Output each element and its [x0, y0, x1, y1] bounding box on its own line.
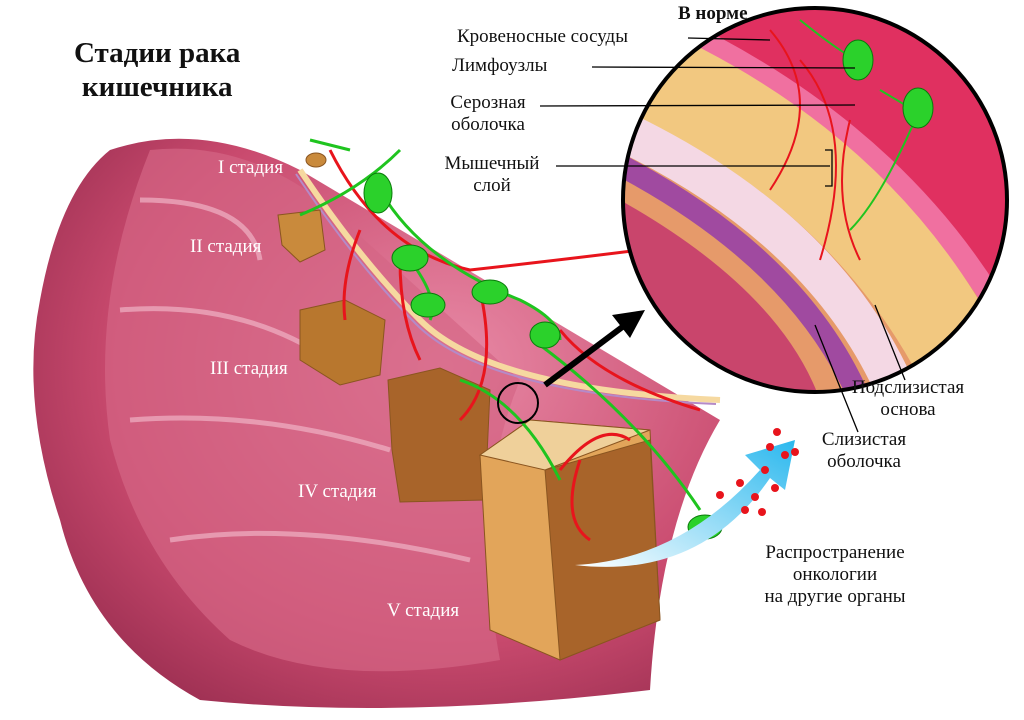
spread-arrow [575, 440, 795, 567]
label-muscle-1: Мышечный [444, 153, 540, 174]
label-spread-1: Распространение [765, 542, 905, 563]
stage-5-label: V стадия [387, 600, 460, 621]
label-spread: Распространение онкологии на другие орга… [735, 542, 935, 608]
label-muscle-2: слой [473, 175, 511, 196]
label-muscle: Мышечный слой [428, 153, 556, 197]
blood-vessels [328, 149, 701, 542]
page-title: Стадии рака кишечника [74, 36, 240, 104]
zoom-arrow [543, 322, 627, 388]
label-submucosa-1: Подслизистая [851, 377, 965, 398]
stage-1-label: I стадия [218, 157, 284, 178]
label-mucosa: Слизистая оболочка [808, 429, 920, 473]
stage-2-label: II стадия [190, 236, 262, 257]
label-serosa: Серозная оболочка [436, 92, 540, 136]
label-lymph-nodes: Лимфоузлы [452, 55, 548, 76]
label-spread-2: онкологии [792, 564, 878, 585]
label-submucosa: Подслизистая основа [845, 377, 971, 421]
title-line-1: Стадии рака [74, 37, 241, 69]
magnify-circle [497, 382, 539, 424]
stage-3-label: III стадия [210, 358, 288, 379]
label-spread-3: на другие органы [764, 586, 906, 607]
lymph-nodes [363, 172, 723, 540]
leader-lines [539, 37, 906, 433]
label-mucosa-2: оболочка [827, 451, 901, 472]
label-mucosa-1: Слизистая [821, 429, 907, 450]
cancer-cells [716, 428, 799, 516]
label-serosa-1: Серозная [450, 92, 526, 113]
label-serosa-2: оболочка [451, 114, 525, 135]
title-line-2: кишечника [81, 71, 233, 103]
label-submucosa-2: основа [880, 399, 936, 420]
label-blood-vessels: Кровеносные сосуды [457, 26, 628, 47]
stage-4-label: IV стадия [298, 481, 377, 502]
inset-heading: В норме [678, 3, 748, 24]
